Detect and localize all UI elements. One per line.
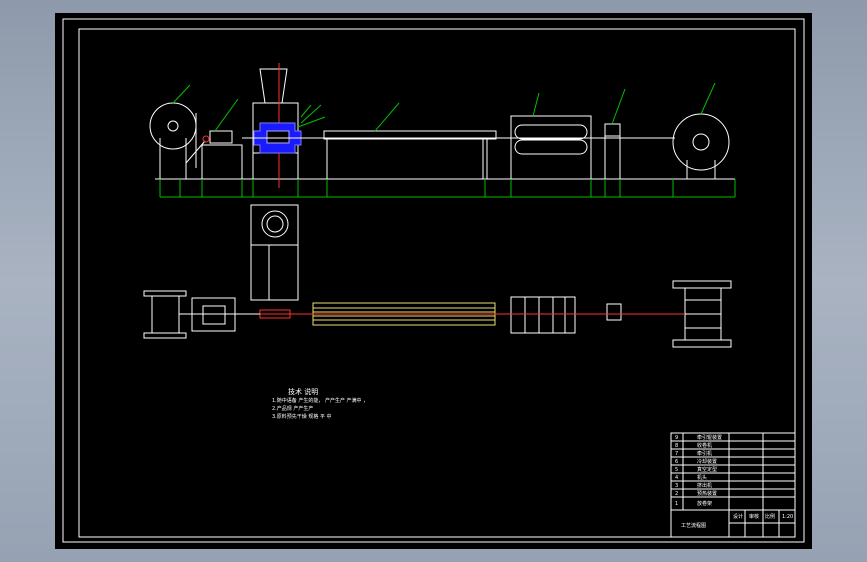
row-no: 4 [675, 475, 678, 481]
tech-note-2: 2.产品规 产产生产 [272, 405, 313, 412]
row-no: 5 [675, 467, 678, 473]
cooling-tank [323, 102, 497, 180]
elevation-view [149, 63, 736, 198]
preheater [201, 98, 243, 180]
label-scale: 比例 [765, 513, 775, 520]
scale-value: 1:20 [782, 514, 793, 520]
hopper [259, 68, 288, 104]
row-name: 预热装置 [697, 490, 717, 497]
cutter [604, 88, 626, 180]
row-name: 冷却装置 [697, 458, 717, 465]
plan-view [143, 204, 732, 348]
row-no: 3 [675, 483, 678, 489]
haul-off [510, 92, 592, 180]
row-no: 1 [675, 501, 678, 507]
extruder [252, 63, 326, 188]
row-name: 放卷架 [697, 500, 712, 507]
row-name: 牵引机 [697, 450, 712, 457]
inner-border [78, 28, 796, 538]
tech-note-3: 3.原料预先干燥 规格 平 中 [272, 413, 332, 420]
tech-note-1: 1.随中语备 产生的能， 产产生产 产满中 ， [272, 397, 368, 404]
dimension-chain [159, 179, 736, 198]
row-no: 7 [675, 451, 678, 457]
tech-notes-heading: 技术 说明 [288, 387, 318, 396]
technical-notes: 技术 说明 1.随中语备 产生的能， 产产生产 产满中 ， 2.产品规 产产生产… [272, 387, 368, 420]
outer-border [62, 18, 805, 543]
cad-viewport[interactable]: 技术 说明 1.随中语备 产生的能， 产产生产 产满中 ， 2.产品规 产产生产… [55, 13, 812, 549]
row-name: 挤出机 [697, 482, 712, 489]
process-flow-drawing: 技术 说明 1.随中语备 产生的能， 产产生产 产满中 ， 2.产品规 产产生产… [62, 18, 805, 543]
payoff-reel [149, 84, 206, 179]
row-name: 收卷机 [697, 442, 712, 449]
row-no: 6 [675, 459, 678, 465]
takeup-reel [672, 82, 730, 179]
label-review: 审核 [749, 513, 759, 520]
drawing-name: 工艺流程图 [681, 522, 706, 529]
row-no: 2 [675, 491, 678, 497]
title-block: 9 牵引辊装置 8 收卷机 7 牵引机 6 冷却装置 5 真空定型 4 机头 3… [670, 432, 796, 538]
row-name: 真空定型 [697, 466, 717, 473]
row-no: 8 [675, 443, 678, 449]
row-no: 9 [675, 435, 678, 441]
row-name: 机头 [697, 474, 707, 481]
row-name: 牵引辊装置 [697, 434, 722, 441]
label-design: 设计 [733, 513, 743, 520]
